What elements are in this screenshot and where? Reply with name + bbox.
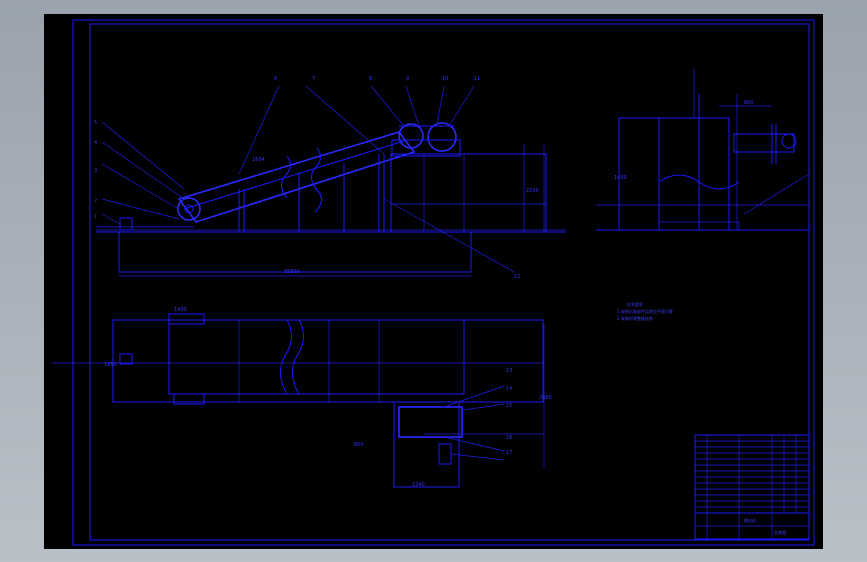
notes-line-1: 1.安装后各部件运转应平稳可靠 — [617, 308, 673, 314]
balloon-3: 3 — [94, 168, 97, 174]
balloon-11: 11 — [474, 76, 480, 82]
notes-line-2: 2.安装时调整输送带 — [617, 315, 653, 321]
balloon-12: 12 — [514, 274, 520, 280]
balloon-14: 14 — [506, 386, 512, 392]
side-break — [658, 174, 740, 190]
balloon-16: 16 — [506, 435, 512, 441]
drive-motor — [733, 133, 795, 153]
inner-border — [89, 23, 810, 541]
balloon-15: 15 — [506, 403, 512, 409]
balloon-8: 8 — [369, 76, 372, 82]
elevation-view — [96, 85, 566, 277]
title-drawing-no: 总装图 — [774, 529, 786, 535]
head-pulley-right — [427, 122, 457, 152]
dim-plan-right: 2680 — [539, 395, 552, 401]
incline-frame — [177, 131, 416, 223]
cad-drawing: 6 7 8 9 10 11 5 4 3 2 1 12 35800 1604 22… — [52, 19, 815, 546]
balloon-7: 7 — [312, 76, 315, 82]
outer-border — [72, 19, 815, 546]
balloon-10: 10 — [442, 76, 448, 82]
dim-width-small: 1604 — [252, 157, 265, 163]
plan-view — [52, 313, 545, 488]
dim-height: 2200 — [526, 188, 539, 194]
balloon-17: 17 — [506, 450, 512, 456]
tail-pulley — [177, 197, 201, 221]
dim-plan-motor: 800 — [354, 442, 364, 448]
balloon-1: 1 — [94, 214, 97, 220]
side-view — [596, 69, 810, 231]
dim-length: 35800 — [284, 269, 300, 275]
balloon-2: 2 — [94, 198, 97, 204]
side-frame — [618, 117, 730, 231]
dim-right-top: 800 — [744, 100, 754, 106]
foundation — [118, 231, 472, 273]
head-pulley-left — [398, 123, 424, 149]
drive-base — [391, 139, 461, 157]
drive-unit-plan — [398, 406, 463, 438]
dim-right-height: 1450 — [614, 175, 627, 181]
hopper-block — [390, 153, 547, 233]
dim-plan-left-top: 1400 — [174, 307, 187, 313]
dim-plan-side: 1950 — [104, 362, 117, 368]
title-name: 输送机 — [744, 517, 756, 523]
balloon-4: 4 — [94, 140, 97, 146]
balloon-6: 6 — [274, 76, 277, 82]
title-block — [694, 434, 810, 540]
plan-outline — [112, 319, 544, 403]
notes-title: 技术要求 — [627, 301, 643, 307]
balloon-9: 9 — [406, 76, 409, 82]
balloon-13: 13 — [506, 368, 512, 374]
drawing-canvas[interactable]: 6 7 8 9 10 11 5 4 3 2 1 12 35800 1604 22… — [44, 14, 823, 549]
balloon-5: 5 — [94, 120, 97, 126]
dim-plan-bottom: 1240 — [412, 482, 425, 488]
